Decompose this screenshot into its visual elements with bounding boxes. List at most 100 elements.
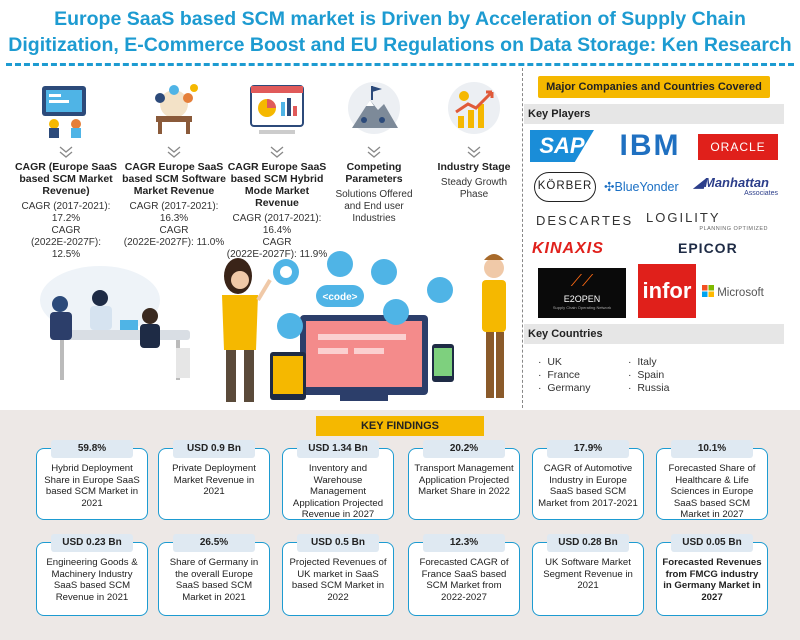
finding-value: USD 0.05 Bn (671, 534, 753, 552)
microsoft-text: Microsoft (717, 287, 764, 299)
finding-card: 12.3% Forecasted CAGR of France SaaS bas… (408, 534, 520, 616)
finding-value: USD 0.5 Bn (297, 534, 379, 552)
country-item: · France (538, 369, 581, 381)
country-name: Italy (637, 356, 657, 368)
dashboard-people-icon (42, 86, 86, 138)
stat-cagr-software: CAGR Europe SaaS based SCM Software Mark… (118, 76, 230, 249)
microsoft-grid-icon (702, 285, 714, 297)
key-players-label: Key Players (524, 104, 784, 124)
finding-value: USD 0.9 Bn (173, 440, 255, 458)
key-findings-title: KEY FINDINGS (316, 416, 484, 436)
oracle-logo: ORACLE (698, 134, 778, 160)
stat-line: CAGR (51, 225, 81, 236)
finding-card: 20.2% Transport Management Application P… (408, 440, 520, 520)
finding-value: 20.2% (423, 440, 505, 458)
finding-text: Forecasted Revenues from FMCG industry i… (662, 557, 762, 603)
finding-value: 12.3% (423, 534, 505, 552)
stat-industry-stage: Industry Stage Steady Growth Phase (428, 76, 520, 201)
e2open-logo: ⟋⟋ E2OPEN Supply Chain Operating Network (538, 268, 626, 318)
stat-line: CAGR (2017-2021): (129, 201, 219, 212)
manhattan-mark-icon: ◢ (694, 175, 704, 190)
finding-text: Inventory and Warehouse Management Appli… (292, 463, 384, 520)
page-title: Europe SaaS based SCM market is Driven b… (0, 6, 800, 58)
countries-column-1: · UK · France · Germany (538, 356, 591, 395)
stat-head: CAGR Europe SaaS based SCM Software Mark… (122, 161, 226, 197)
country-name: UK (547, 356, 562, 368)
stat-body: CAGR (2017-2021): 16.3% CAGR (2022E-2027… (118, 201, 230, 249)
stat-line: CAGR (159, 225, 189, 236)
blueyonder-mark-icon: ✣ (604, 180, 615, 194)
team-meeting-icon (155, 84, 198, 134)
key-countries-label: Key Countries (524, 324, 784, 344)
mountain-flag-icon (348, 82, 400, 134)
country-name: Russia (637, 382, 670, 394)
country-name: Spain (637, 369, 665, 381)
stat-line: (2022E-2027F): 11.9% (226, 249, 328, 260)
finding-value: 59.8% (51, 440, 133, 458)
woman-illustration (222, 258, 272, 402)
finding-card: USD 0.5 Bn Projected Revenues of UK mark… (282, 534, 394, 616)
manhattan-name: Manhattan (704, 175, 769, 190)
sap-logo: SAP (530, 130, 594, 162)
finding-text: Forecasted CAGR of France SaaS based SCM… (419, 557, 509, 603)
stat-line: (2022E-2027F): (30, 237, 102, 248)
stat-line: 16.3% (159, 213, 189, 224)
finding-text: Forecasted Share of Healthcare & Life Sc… (668, 463, 756, 520)
stat-line: 16.4% (262, 225, 292, 236)
stat-line: Industries (352, 213, 396, 224)
major-companies-button[interactable]: Major Companies and Countries Covered (538, 76, 770, 98)
stat-cagr-market: CAGR (Europe SaaS based SCM Market Reven… (14, 76, 118, 261)
country-item: · Spain (628, 369, 665, 381)
finding-card: 10.1% Forecasted Share of Healthcare & L… (656, 440, 768, 520)
blueyonder-text: BlueYonder (614, 180, 679, 194)
header-divider (6, 63, 794, 66)
finding-card: USD 0.28 Bn UK Software Market Segment R… (532, 534, 644, 616)
stat-line: 12.5% (51, 249, 81, 260)
finding-text: Private Deployment Market Revenue in 202… (172, 463, 256, 497)
chevron-down-icon (367, 146, 381, 158)
finding-text: Engineering Goods & Machinery Industry S… (46, 557, 138, 603)
finding-text: Transport Management Application Project… (414, 463, 514, 497)
country-name: France (547, 369, 581, 381)
finding-value: 17.9% (547, 440, 629, 458)
chevron-down-icon (59, 146, 73, 158)
stat-line: CAGR (2017-2021): (232, 213, 322, 224)
stat-head: CAGR Europe SaaS based SCM Hybrid Mode M… (227, 161, 327, 209)
man-illustration (482, 254, 506, 398)
logility-text: LOGILITY (646, 210, 721, 225)
stat-body: Solutions Offered and End user Industrie… (330, 189, 418, 225)
e2open-mark-icon: ⟋⟋ (570, 273, 594, 290)
manhattan-logo: ◢Manhattan Associates (694, 176, 784, 202)
e2open-sub: Supply Chain Operating Network (552, 305, 612, 310)
finding-card: USD 1.34 Bn Inventory and Warehouse Mana… (282, 440, 394, 520)
finding-text: Share of Germany in the overall Europe S… (169, 557, 259, 603)
manhattan-sub: Associates (744, 190, 778, 197)
finding-card: USD 0.23 Bn Engineering Goods & Machiner… (36, 534, 148, 616)
browser-analytics-icon (250, 85, 304, 134)
country-item: · Germany (538, 382, 591, 394)
title-line-2: Digitization, E-Commerce Boost and EU Re… (8, 34, 792, 56)
stat-body: Steady Growth Phase (428, 177, 520, 201)
finding-value: 10.1% (671, 440, 753, 458)
chevron-down-icon (467, 146, 481, 158)
country-item: · Russia (628, 382, 670, 394)
countries-column-2: · Italy · Spain · Russia (628, 356, 669, 395)
finding-value: USD 0.28 Bn (547, 534, 629, 552)
finding-card: USD 0.9 Bn Private Deployment Market Rev… (158, 440, 270, 520)
finding-value: 26.5% (173, 534, 255, 552)
stat-line: (2022E-2027F): 11.0% (123, 237, 225, 248)
logility-logo: LOGILITY PLANNING OPTIMIZED (646, 210, 768, 236)
chevron-down-icon (167, 146, 181, 158)
meeting-group-illustration (40, 266, 190, 380)
korber-logo: KÖRBER (534, 172, 596, 202)
stat-line: CAGR (262, 237, 292, 248)
stat-line: Phase (459, 189, 489, 200)
logility-sub: PLANNING OPTIMIZED (699, 226, 768, 232)
stat-line: Steady Growth (440, 177, 508, 188)
illustration-scene: <code> (40, 251, 506, 402)
finding-text: UK Software Market Segment Revenue in 20… (543, 557, 633, 591)
descartes-logo: DESCARTES (536, 213, 634, 228)
stat-line: 17.2% (51, 213, 81, 224)
finding-value: USD 0.23 Bn (51, 534, 133, 552)
stat-head: Competing Parameters (345, 161, 403, 185)
